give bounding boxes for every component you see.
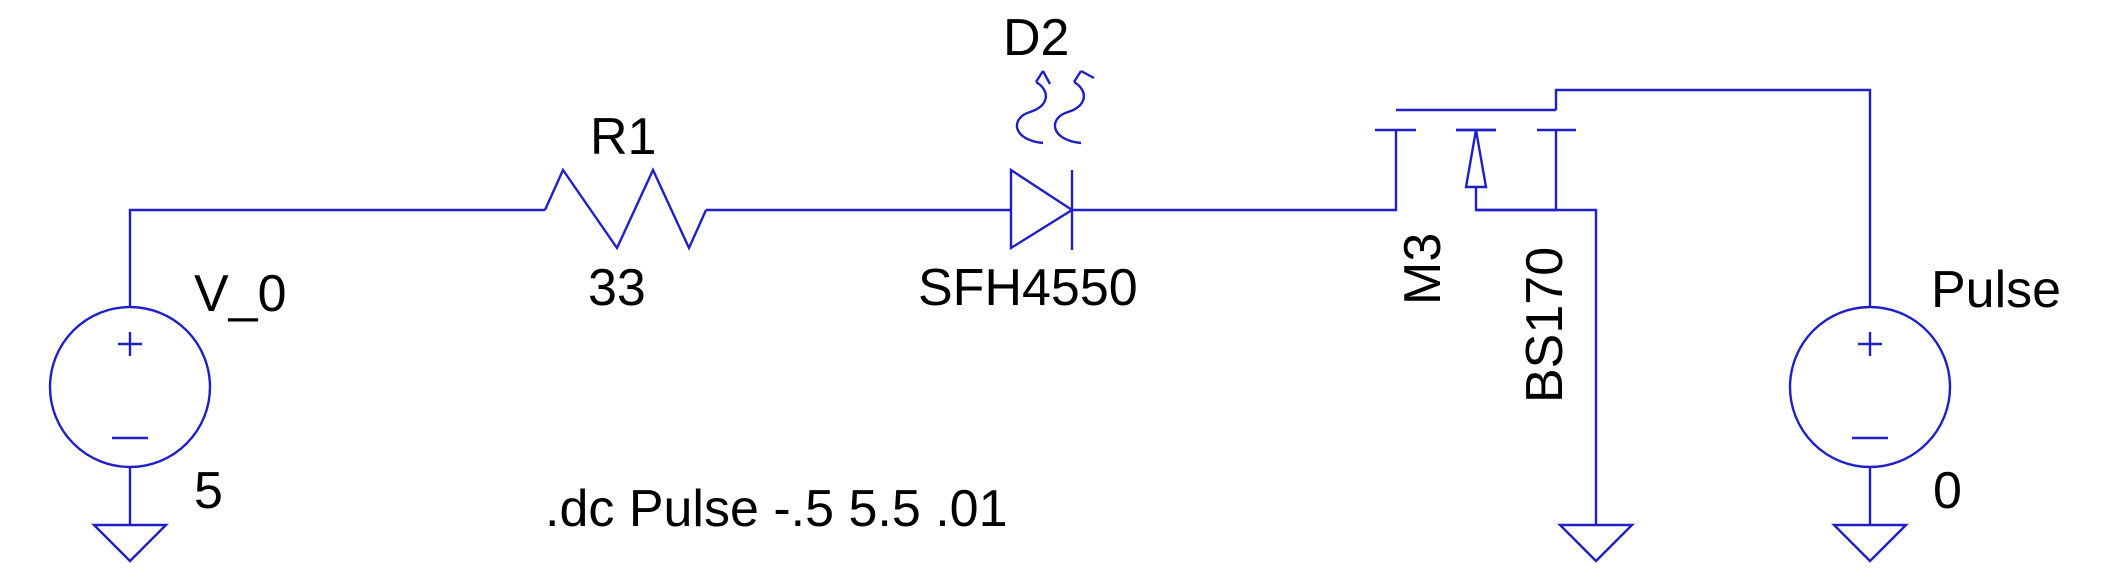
v0-body — [48, 305, 212, 469]
wire-drain-to-pulse — [1554, 88, 1872, 306]
spice-directive[interactable]: .dc Pulse -.5 5.5 .01 — [545, 480, 1008, 538]
led-d2[interactable]: D2 SFH4550 — [918, 9, 1138, 317]
wire-v0-to-r1 — [128, 208, 545, 306]
m3-name-label: M3 — [1394, 233, 1452, 305]
mosfet-m3[interactable]: M3 BS170 — [1375, 108, 1576, 403]
pulse-value-label: 0 — [1933, 462, 1962, 520]
ground-icon — [91, 523, 169, 563]
m3-value-label: BS170 — [1516, 247, 1574, 403]
v0-value-label: 5 — [194, 462, 223, 520]
resistor-r1[interactable]: R1 33 — [543, 108, 708, 317]
voltage-source-v0[interactable]: V_0 5 — [48, 265, 287, 563]
diode-triangle-icon — [1009, 167, 1075, 251]
resistor-zigzag-icon — [543, 167, 708, 251]
pulse-name-label: Pulse — [1931, 261, 2061, 319]
plus-icon — [118, 332, 142, 356]
d2-name-label: D2 — [1003, 9, 1069, 67]
wire-d2-to-gate — [1072, 130, 1398, 212]
pulse-body — [1788, 305, 1952, 469]
v0-name-label: V_0 — [194, 265, 287, 323]
r1-name-label: R1 — [590, 108, 656, 166]
light-emission-icon — [1015, 69, 1095, 145]
ground-icon — [1831, 523, 1909, 563]
ground-icon — [1557, 523, 1635, 563]
r1-value-label: 33 — [588, 259, 646, 317]
voltage-source-pulse[interactable]: Pulse 0 — [1788, 261, 2061, 563]
mosfet-body-lead — [1474, 187, 1556, 212]
mosfet-arrow-icon — [1464, 129, 1488, 189]
d2-value-label: SFH4550 — [918, 259, 1138, 317]
plus-icon — [1858, 332, 1882, 356]
